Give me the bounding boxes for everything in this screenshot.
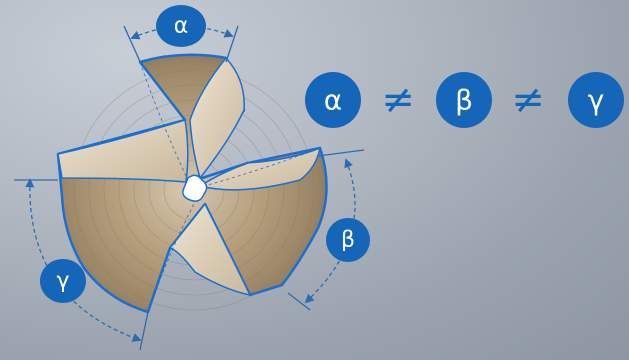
gamma-tick-bottom (139, 311, 149, 351)
end-mill-body (56, 53, 328, 314)
formula-not-equal-2: ≠ (511, 77, 545, 123)
beta-badge-label: β (341, 228, 355, 253)
alpha-badge-label: α (174, 14, 189, 39)
beta-badge: β (326, 218, 370, 262)
gamma-badge: γ (40, 259, 86, 303)
flute-face-bottom (168, 202, 252, 297)
beta-tick-top (317, 149, 365, 157)
alpha-tick-right (225, 25, 239, 63)
formula-gamma: γ (588, 84, 605, 117)
formula-alpha: α (324, 84, 342, 117)
flute-construction-lines (139, 61, 321, 313)
gamma-arc (25, 178, 142, 342)
unequal-angles-formula: α ≠ β ≠ γ (305, 72, 624, 128)
alpha-badge: α (156, 5, 206, 47)
formula-not-equal-1: ≠ (381, 77, 415, 123)
tool-center (182, 174, 208, 202)
formula-beta: β (455, 84, 473, 117)
beta-tick-bottom (287, 292, 311, 311)
beta-arc (304, 158, 356, 304)
alpha-tick-left (123, 25, 143, 67)
gamma-badge-label: γ (56, 269, 69, 294)
